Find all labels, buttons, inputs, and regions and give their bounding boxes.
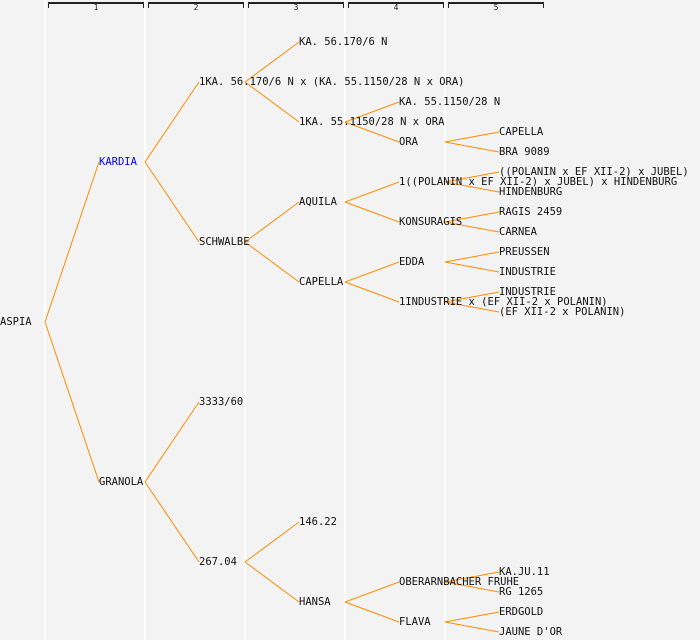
pedigree-link bbox=[344, 181, 400, 203]
generation-header-1: 1 bbox=[48, 2, 144, 12]
pedigree-link bbox=[444, 171, 500, 183]
pedigree-node-gen5[interactable]: HINDENBURG bbox=[499, 186, 563, 198]
pedigree-link bbox=[244, 521, 300, 563]
pedigree-link bbox=[144, 161, 200, 243]
pedigree-link bbox=[444, 141, 500, 153]
pedigree-node-gen5[interactable]: CARNEA bbox=[499, 226, 537, 238]
generation-number: 1 bbox=[93, 3, 99, 12]
pedigree-node-gen3[interactable]: AQUILA bbox=[299, 196, 337, 208]
pedigree-link bbox=[344, 261, 400, 283]
pedigree-link bbox=[444, 581, 500, 593]
pedigree-link bbox=[444, 301, 500, 313]
pedigree-link bbox=[444, 181, 500, 193]
pedigree-link bbox=[44, 321, 100, 483]
pedigree-link bbox=[444, 611, 500, 623]
generation-header-2: 2 bbox=[148, 2, 244, 12]
column-separator bbox=[444, 0, 446, 640]
pedigree-node-gen2[interactable]: 267.04 bbox=[199, 556, 237, 568]
pedigree-node-gen3[interactable]: CAPELLA bbox=[299, 276, 344, 288]
pedigree-node-gen5[interactable]: INDUSTRIE bbox=[499, 266, 556, 278]
generation-number: 4 bbox=[393, 3, 399, 12]
pedigree-node-gen3[interactable]: HANSA bbox=[299, 596, 331, 608]
pedigree-link bbox=[244, 561, 300, 603]
pedigree-link bbox=[444, 621, 500, 633]
pedigree-link bbox=[444, 251, 500, 263]
pedigree-root[interactable]: ASPIA bbox=[0, 316, 32, 328]
pedigree-link bbox=[344, 581, 400, 603]
pedigree-node-gen3[interactable]: 146.22 bbox=[299, 516, 337, 528]
pedigree-link bbox=[444, 261, 500, 273]
column-separator bbox=[344, 0, 346, 640]
pedigree-node-gen1[interactable]: GRANOLA bbox=[99, 476, 144, 488]
pedigree-link bbox=[444, 211, 500, 223]
generation-header-5: 5 bbox=[448, 2, 544, 12]
pedigree-link bbox=[444, 291, 500, 303]
pedigree-node-gen5[interactable]: RAGIS 2459 bbox=[499, 206, 563, 218]
pedigree-node-gen2[interactable]: 1KA. 56.170/6 N x (KA. 55.1150/28 N x OR… bbox=[199, 76, 465, 88]
pedigree-link bbox=[344, 281, 400, 303]
pedigree-link bbox=[444, 221, 500, 233]
pedigree-node-gen4[interactable]: ORA bbox=[399, 136, 418, 148]
pedigree-link bbox=[144, 81, 200, 163]
pedigree-node-gen4[interactable]: KONSURAGIS bbox=[399, 216, 463, 228]
pedigree-node-gen5[interactable]: RG 1265 bbox=[499, 586, 544, 598]
pedigree-node-gen4[interactable]: FLAVA bbox=[399, 616, 431, 628]
pedigree-link bbox=[244, 41, 300, 83]
pedigree-node-gen5[interactable]: INDUSTRIE bbox=[499, 286, 556, 298]
pedigree-node-gen5[interactable]: ERDGOLD bbox=[499, 606, 544, 618]
generation-header-4: 4 bbox=[348, 2, 444, 12]
column-separator bbox=[244, 0, 246, 640]
pedigree-node-gen5[interactable]: BRA 9089 bbox=[499, 146, 550, 158]
pedigree-node-gen5[interactable]: ((POLANIN x EF XII-2) x JUBEL) bbox=[499, 166, 689, 178]
pedigree-node-gen4[interactable]: EDDA bbox=[399, 256, 425, 268]
pedigree-link bbox=[144, 401, 200, 483]
pedigree-node-gen5[interactable]: KA.JU.11 bbox=[499, 566, 550, 578]
generation-number: 3 bbox=[293, 3, 299, 12]
pedigree-node-gen4[interactable]: OBERARNBACHER FRUHE bbox=[399, 576, 520, 588]
pedigree-link bbox=[344, 201, 400, 223]
column-separator bbox=[44, 0, 46, 640]
pedigree-link bbox=[44, 161, 100, 323]
generation-header-3: 3 bbox=[248, 2, 344, 12]
pedigree-node-gen2[interactable]: 3333/60 bbox=[199, 396, 244, 408]
pedigree-node-gen5[interactable]: CAPELLA bbox=[499, 126, 544, 138]
column-separator bbox=[144, 0, 146, 640]
pedigree-node-gen5[interactable]: JAUNE D'OR bbox=[499, 626, 563, 638]
pedigree-node-gen4[interactable]: 1((POLANIN x EF XII-2) x JUBEL) x HINDEN… bbox=[399, 176, 678, 188]
pedigree-link bbox=[344, 121, 400, 143]
generation-number: 5 bbox=[493, 3, 499, 12]
pedigree-link bbox=[244, 81, 300, 123]
pedigree-link bbox=[244, 241, 300, 283]
pedigree-node-gen5[interactable]: (EF XII-2 x POLANIN) bbox=[499, 306, 626, 318]
pedigree-link bbox=[244, 201, 300, 243]
pedigree-link bbox=[144, 481, 200, 563]
pedigree-node-gen4[interactable]: KA. 55.1150/28 N bbox=[399, 96, 501, 108]
pedigree-node-gen3[interactable]: 1KA. 55.1150/28 N x ORA bbox=[299, 116, 445, 128]
pedigree-link bbox=[444, 571, 500, 583]
pedigree-node-gen4[interactable]: 1INDUSTRIE x (EF XII-2 x POLANIN) bbox=[399, 296, 608, 308]
pedigree-node-gen2[interactable]: SCHWALBE bbox=[199, 236, 250, 248]
generation-number: 2 bbox=[193, 3, 199, 12]
pedigree-link bbox=[444, 131, 500, 143]
pedigree-node-gen5[interactable]: PREUSSEN bbox=[499, 246, 550, 258]
pedigree-node-gen3[interactable]: KA. 56.170/6 N bbox=[299, 36, 388, 48]
pedigree-node-gen1[interactable]: KARDIA bbox=[99, 156, 137, 168]
pedigree-link bbox=[344, 101, 400, 123]
pedigree-link bbox=[344, 601, 400, 623]
